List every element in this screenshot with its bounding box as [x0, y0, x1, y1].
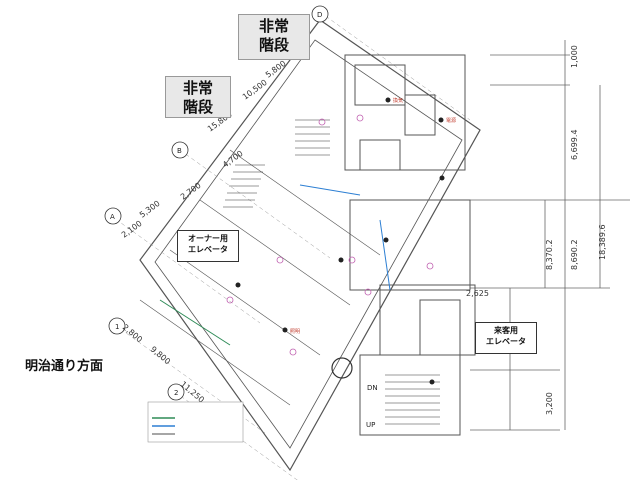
dim-diag: 9,800 — [149, 345, 172, 367]
stair-up-marker: UP — [366, 421, 375, 429]
elevator-line-1: 来客用 — [494, 326, 518, 335]
grid-axis-B: B — [177, 147, 182, 155]
equipment-dots — [235, 97, 445, 385]
grid-axis-1: 1 — [115, 323, 119, 331]
grid-axis-bubbles — [104, 5, 329, 401]
room-note: 換気 — [393, 97, 403, 104]
stairs-line-1: 非常 — [182, 79, 213, 97]
dim-diag: 2,700 — [179, 181, 203, 202]
dim-diag: 2,800 — [121, 323, 144, 345]
street-side-caption: 明治通り方面 — [25, 359, 104, 374]
dim-horiz: 2,625 — [466, 289, 489, 298]
dim-vert: 18,389.6 — [598, 224, 607, 260]
room-note: 照明 — [290, 329, 300, 335]
dim-diag: 5,800 — [264, 59, 288, 80]
grid-axis-2: 2 — [174, 389, 178, 397]
core-walls — [344, 54, 476, 436]
stairs-line-1: 非常 — [258, 17, 289, 35]
dim-vert: 8,370.2 — [545, 239, 554, 270]
accent-lines — [159, 184, 391, 346]
dim-vert: 1,000 — [570, 45, 579, 68]
elevator-line-2: エレベータ — [188, 245, 228, 254]
legend-box — [147, 401, 244, 443]
emergency-stairs-top-label: 非常 階段 — [238, 14, 310, 60]
dim-diag: 5,300 — [138, 199, 162, 220]
dim-vert: 6,699.4 — [570, 129, 579, 160]
owner-elevator-label: オーナー用 エレベータ — [177, 230, 239, 262]
annotation-circles — [226, 114, 434, 356]
stair-down-marker: DN — [367, 384, 378, 392]
emergency-stairs-left-label: 非常 階段 — [165, 76, 231, 118]
round-column — [331, 357, 353, 379]
dim-diag: 10,500 — [241, 78, 269, 102]
stairs-line-2: 階段 — [182, 98, 213, 116]
dim-vert: 8,690.2 — [570, 239, 579, 270]
grid-axis-A: A — [110, 213, 115, 221]
grid-axis-D: D — [317, 11, 322, 19]
room-note: 電源 — [446, 117, 456, 124]
stair-treads — [223, 119, 440, 425]
dim-vert: 3,200 — [545, 392, 554, 415]
elevator-line-1: オーナー用 — [188, 234, 228, 243]
elevator-line-2: エレベータ — [486, 337, 526, 346]
building-outline — [139, 19, 481, 472]
right-dimension-lines — [470, 40, 630, 431]
stairs-line-2: 階段 — [258, 36, 289, 54]
guest-elevator-label: 来客用 エレベータ — [475, 322, 537, 354]
